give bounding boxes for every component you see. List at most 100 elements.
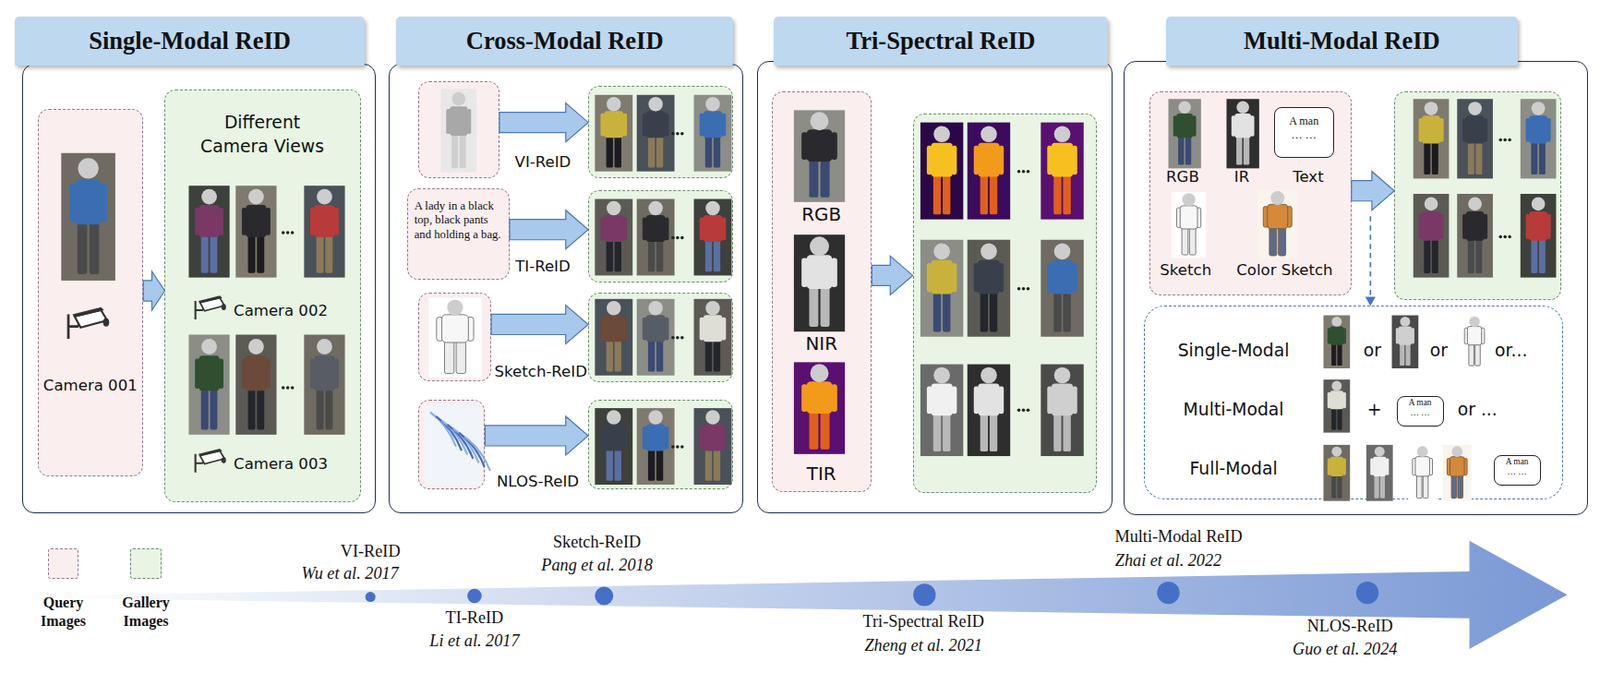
blurred-face xyxy=(648,300,663,316)
camera-hood xyxy=(72,307,104,318)
person-leg xyxy=(648,136,655,169)
thumbnail-background xyxy=(637,199,675,277)
blurred-face xyxy=(1399,316,1410,327)
node-label: Multi-Modal xyxy=(1162,399,1306,422)
person-leg xyxy=(1236,136,1242,166)
timeline-dot xyxy=(365,591,376,602)
person-torso xyxy=(931,383,953,416)
person-leg xyxy=(606,340,614,373)
illustration xyxy=(40,88,1567,650)
person-arm xyxy=(1342,457,1346,475)
milestone-label: Sketch-ReID xyxy=(553,532,641,553)
node-label: Sketch xyxy=(1150,261,1222,280)
person-leg xyxy=(820,159,831,198)
person-leg xyxy=(444,340,454,373)
person-torso xyxy=(1330,457,1344,477)
node-label: TIR xyxy=(771,463,872,486)
ellipsis-dot xyxy=(1017,169,1022,174)
thumbnail-background xyxy=(637,95,675,172)
person-arm xyxy=(1071,263,1078,292)
thumbnail-background xyxy=(920,122,963,220)
person-torso xyxy=(199,355,220,391)
person-leg xyxy=(713,449,721,482)
panel-heading: Single-Modal ReID xyxy=(14,16,365,66)
blurred-face xyxy=(1424,101,1439,116)
person-torso xyxy=(806,129,833,162)
person-leg xyxy=(456,340,466,373)
person-arm xyxy=(998,385,1005,414)
person-leg xyxy=(1053,174,1061,215)
edge-label: NLOS-ReID xyxy=(496,472,579,491)
ellipsis-dot xyxy=(1498,235,1503,240)
blurred-face xyxy=(1331,446,1342,458)
camera-lens xyxy=(221,303,227,311)
thumbnail-background xyxy=(793,361,845,454)
ellipsis-dot xyxy=(281,385,286,390)
person-arm xyxy=(951,145,958,175)
person-leg xyxy=(1475,239,1482,274)
person-arm xyxy=(467,316,474,341)
person-torso xyxy=(604,314,624,342)
person-thumbnail xyxy=(637,408,675,485)
person-arm xyxy=(1287,206,1292,229)
gallery-box xyxy=(1394,91,1562,301)
blurred-face xyxy=(1331,316,1342,327)
text-bubble: A man … … xyxy=(1493,455,1541,486)
person-arm xyxy=(1071,145,1078,175)
person-leg xyxy=(316,388,325,430)
blurred-face xyxy=(705,409,721,425)
person-leg xyxy=(614,136,622,169)
person-torso xyxy=(199,204,220,238)
node-label: or xyxy=(1359,340,1386,362)
person-leg xyxy=(1178,136,1184,166)
nlos-streak xyxy=(458,433,485,468)
citation-label: Li et al. 2017 xyxy=(429,631,519,651)
person-thumbnail xyxy=(1226,98,1259,169)
person-thumbnail xyxy=(440,88,477,173)
person-arm xyxy=(951,263,958,292)
person-arm xyxy=(1463,457,1468,475)
person-thumbnail xyxy=(1323,445,1350,502)
blurred-face xyxy=(1331,381,1342,392)
person-torso xyxy=(245,355,266,391)
node-label: Color Sketch xyxy=(1228,261,1342,280)
person-leg xyxy=(1336,408,1342,431)
thumbnail-background xyxy=(1167,98,1201,169)
person-leg xyxy=(256,235,265,274)
ellipsis-dot xyxy=(286,230,290,235)
thumbnail-background xyxy=(1323,445,1350,502)
person-leg xyxy=(1053,413,1061,452)
person-arm xyxy=(600,317,605,341)
edge-label: VI-ReID xyxy=(515,153,572,171)
person-arm xyxy=(1395,327,1399,344)
camera-lens xyxy=(103,318,110,327)
person-leg xyxy=(1467,142,1475,175)
person-leg xyxy=(656,136,663,169)
blurred-face xyxy=(248,338,265,355)
person-leg xyxy=(705,340,712,373)
person-leg xyxy=(942,291,951,332)
person-arm xyxy=(1342,392,1346,409)
person-leg xyxy=(942,174,951,215)
nlos-streak xyxy=(447,424,474,459)
panel-box: A man … …RGBIRTextSketchColor SketchA ma… xyxy=(1123,60,1588,516)
block-arrow xyxy=(491,304,589,344)
blurred-face xyxy=(1417,445,1429,458)
legend-swatch xyxy=(130,548,161,579)
person-arm xyxy=(1176,207,1181,229)
person-thumbnail xyxy=(1171,192,1207,259)
person-arm xyxy=(926,145,933,175)
ellipsis-dot xyxy=(675,336,680,340)
person-leg xyxy=(820,411,831,450)
person-arm xyxy=(1439,214,1444,240)
person-leg xyxy=(989,291,998,332)
blurred-face xyxy=(1178,101,1191,114)
person-thumbnail xyxy=(1520,193,1557,278)
person-leg xyxy=(614,240,622,272)
person-arm xyxy=(1464,327,1468,344)
person-arm xyxy=(801,132,808,160)
blurred-face xyxy=(810,363,830,383)
camera-hood xyxy=(198,295,223,303)
